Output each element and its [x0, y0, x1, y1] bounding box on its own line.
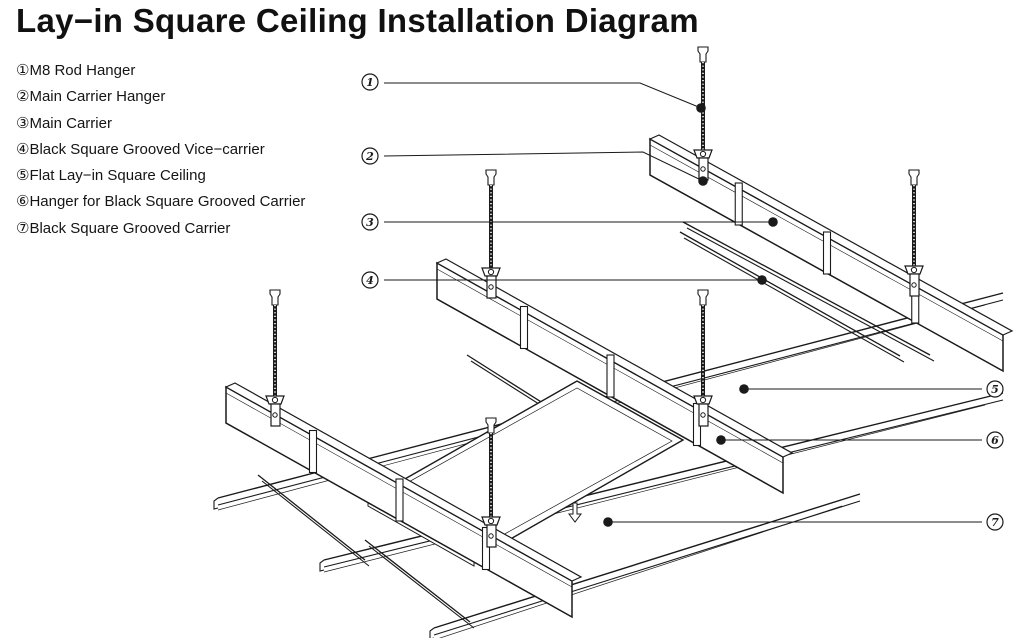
hanger-bolt: [699, 150, 707, 158]
grooved-carrier-end: [213, 497, 219, 510]
rod-nut: [485, 417, 497, 434]
callout-circle-2: [361, 147, 379, 165]
hanger-hole: [911, 282, 917, 288]
diagram-title: Lay−in Square Ceiling Installation Diagr…: [16, 2, 699, 39]
legend-item-main-carrier: ③Main Carrier: [16, 114, 112, 132]
main-carrier-clip: [395, 478, 404, 522]
grooved-carrier-groove: [438, 505, 843, 638]
hanger-hole: [272, 412, 278, 418]
grooved-carrier-end: [319, 559, 325, 572]
legend-item-grooved-carrier: ⑦Black Square Grooved Carrier: [16, 219, 231, 237]
hanger-bolt: [910, 266, 918, 274]
legend-list: ①M8 Rod Hanger ②Main Carrier Hanger ③Mai…: [16, 58, 305, 242]
callout-number-1: 1: [366, 76, 374, 89]
legend-item-ceiling-panel: ⑤Flat Lay−in Square Ceiling: [16, 167, 206, 185]
vice-carrier-4: [679, 231, 901, 357]
callout-number-7: 7: [991, 516, 999, 529]
callout-lines: 1 2 3 4 5 6 7: [361, 73, 1004, 531]
main-carrier-clip: [822, 231, 832, 275]
hanger-hole: [488, 533, 494, 539]
vice-carrier-edge: [261, 480, 370, 567]
vice-carrier-5: [682, 221, 931, 356]
rod-hangers: [265, 46, 924, 548]
main-carrier-clip: [519, 305, 529, 350]
main-carrier-clip: [481, 526, 491, 571]
legend-item-rod-hanger: ①M8 Rod Hanger: [16, 62, 136, 79]
rod-nut: [269, 289, 281, 306]
legend-item-grooved-carrier-hanger: ⑥Hanger for Black Square Grooved Carrier: [16, 193, 306, 211]
callout-line-2: [383, 151, 704, 182]
callout-number-6: 6: [991, 434, 999, 447]
hanger-hole: [700, 412, 706, 418]
callout-dot-3: [768, 217, 778, 227]
callout-number-5: 5: [991, 383, 999, 396]
callout-dot-5: [739, 384, 749, 394]
vice-carrier-edge: [368, 545, 475, 629]
grooved-carrier-groove: [323, 404, 986, 573]
rod-nut: [697, 289, 709, 306]
main-carrier-clip: [308, 429, 318, 474]
callout-number-2: 2: [365, 150, 374, 163]
hanger-bolt: [271, 396, 279, 404]
hanger-bolt: [487, 517, 495, 525]
callout-line-1: [384, 82, 702, 109]
callout-dot-4: [757, 275, 767, 285]
callout-dot-1: [696, 103, 706, 113]
vice-carrier-2: [364, 539, 471, 623]
hanger-bolt: [487, 268, 495, 276]
rod-nut: [697, 46, 709, 63]
rod-nut: [485, 169, 497, 186]
main-carrier-clip: [734, 182, 743, 226]
callout-number-4: 4: [366, 274, 374, 287]
callout-circle-3: [361, 213, 379, 231]
grooved-carrier-end: [429, 627, 435, 638]
callout-dot-7: [603, 517, 613, 527]
vice-carrier-edge: [686, 227, 935, 362]
legend-item-main-carrier-hanger: ②Main Carrier Hanger: [16, 88, 166, 106]
callout-circle-1: [361, 73, 379, 91]
grooved-carrier-3: [433, 493, 861, 629]
vice-carrier-edge: [683, 237, 905, 363]
callout-dot-6: [716, 435, 726, 445]
callout-dot-2: [698, 176, 708, 186]
rod-nut: [908, 169, 920, 186]
hanger-bolt: [699, 396, 707, 404]
callout-circle-5: [986, 380, 1004, 398]
callout-circle-4: [361, 271, 379, 289]
callout-circle-7: [986, 513, 1004, 531]
callout-circle-6: [986, 431, 1004, 449]
hanger-hole: [488, 284, 494, 290]
down-arrow-icon: [568, 502, 582, 523]
main-carrier-clip: [606, 354, 615, 398]
vice-carrier-1: [257, 474, 366, 561]
callout-number-3: 3: [366, 216, 374, 229]
legend-item-vice-carrier: ④Black Square Grooved Vice−carrier: [16, 140, 265, 158]
main-carriers: [224, 134, 1014, 619]
hanger-hole: [700, 166, 706, 172]
